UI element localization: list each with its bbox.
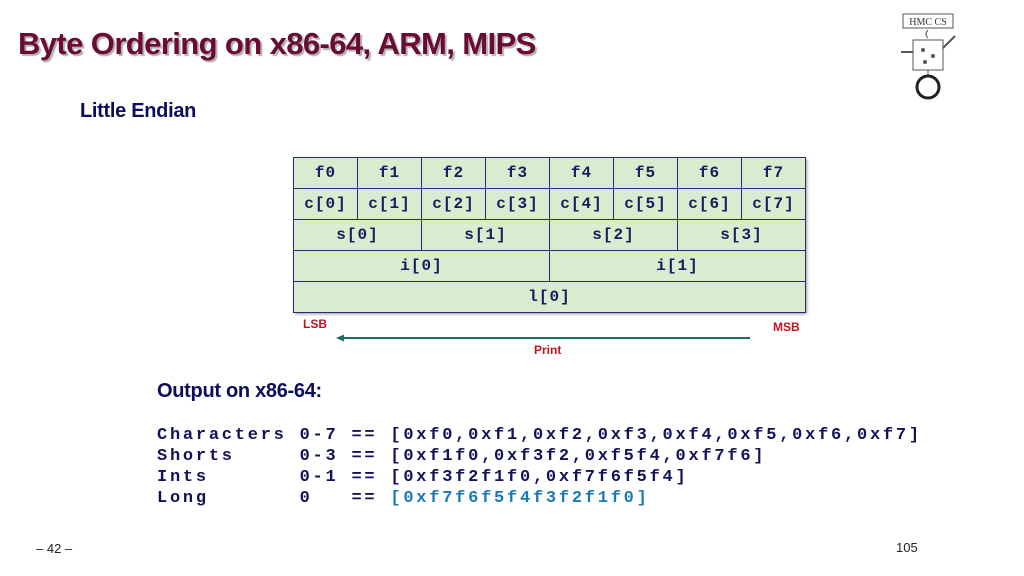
hmc-cs-robot-logo: HMC CS <box>901 13 956 100</box>
svg-text:HMC CS: HMC CS <box>909 17 947 28</box>
ints-row: i[0] i[1] <box>293 250 806 282</box>
slide-number: 105 <box>896 540 918 555</box>
lsb-label: LSB <box>303 317 327 331</box>
byte-cell: f1 <box>357 157 422 189</box>
byte-cell: f2 <box>421 157 486 189</box>
byte-cell: f3 <box>485 157 550 189</box>
output-line: Long 0 == [0xf7f6f5f4f3f2f1f0] <box>157 489 650 508</box>
int-cell: i[0] <box>293 250 550 282</box>
char-cell: c[3] <box>485 188 550 220</box>
char-cell: c[4] <box>549 188 614 220</box>
shorts-row: s[0] s[1] s[2] s[3] <box>293 219 806 251</box>
output-line: Ints 0-1 == [0xf3f2f1f0,0xf7f6f5f4] <box>157 468 689 487</box>
short-cell: s[1] <box>421 219 550 251</box>
int-cell: i[1] <box>549 250 806 282</box>
byte-layout-table: f0 f1 f2 f3 f4 f5 f6 f7 c[0] c[1] c[2] c… <box>293 157 806 313</box>
byte-cell: f0 <box>293 157 358 189</box>
char-cell: c[0] <box>293 188 358 220</box>
subtitle: Little Endian <box>80 100 197 122</box>
short-cell: s[2] <box>549 219 678 251</box>
short-cell: s[0] <box>293 219 422 251</box>
msb-label: MSB <box>773 320 800 334</box>
bytes-row: f0 f1 f2 f3 f4 f5 f6 f7 <box>293 157 806 189</box>
byte-cell: f7 <box>741 157 806 189</box>
output-heading: Output on x86-64: <box>157 380 322 402</box>
char-cell: c[5] <box>613 188 678 220</box>
footer-page: – 42 – <box>36 541 73 556</box>
byte-cell: f4 <box>549 157 614 189</box>
print-label: Print <box>534 343 562 357</box>
long-cell: l[0] <box>293 281 806 313</box>
output-block: Characters 0-7 == [0xf0,0xf1,0xf2,0xf3,0… <box>157 425 922 509</box>
output-line: Shorts 0-3 == [0xf1f0,0xf3f2,0xf5f4,0xf7… <box>157 447 767 466</box>
byte-cell: f6 <box>677 157 742 189</box>
char-cell: c[1] <box>357 188 422 220</box>
char-cell: c[2] <box>421 188 486 220</box>
byte-cell: f5 <box>613 157 678 189</box>
char-cell: c[6] <box>677 188 742 220</box>
chars-row: c[0] c[1] c[2] c[3] c[4] c[5] c[6] c[7] <box>293 188 806 220</box>
longs-row: l[0] <box>293 281 806 313</box>
slide-title: Byte Ordering on x86-64, ARM, MIPS <box>18 26 536 61</box>
output-line: Characters 0-7 == [0xf0,0xf1,0xf2,0xf3,0… <box>157 426 922 445</box>
short-cell: s[3] <box>677 219 806 251</box>
print-direction-arrow-icon <box>336 334 750 342</box>
char-cell: c[7] <box>741 188 806 220</box>
